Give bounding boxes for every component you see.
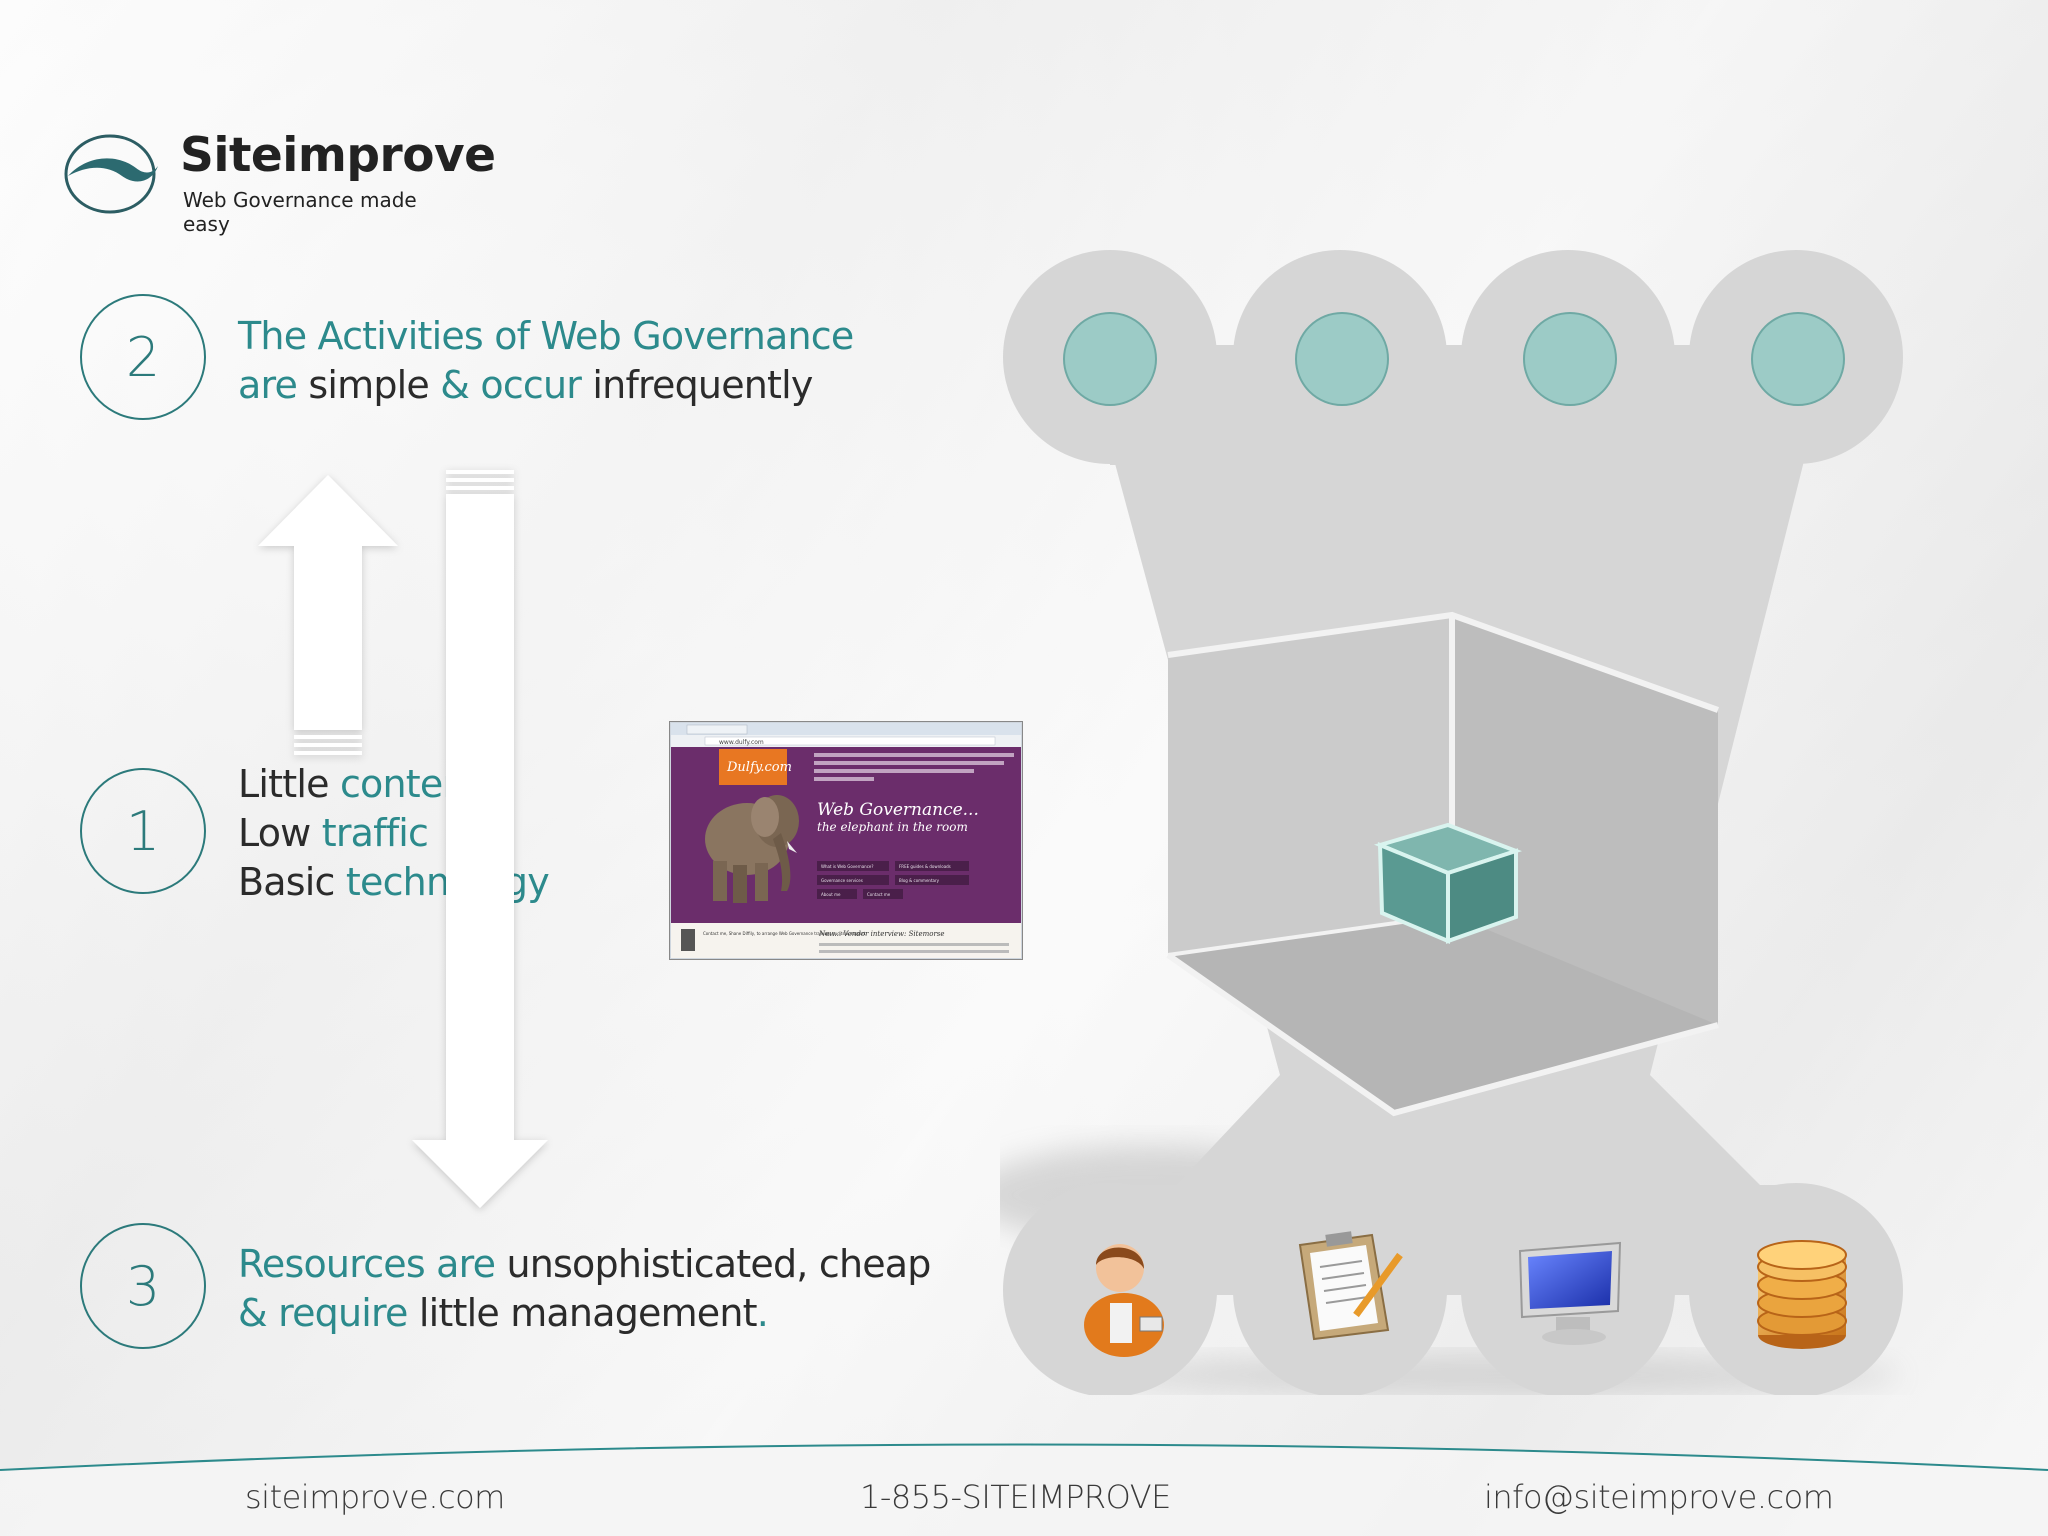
step-number-badge: 3 [80, 1223, 206, 1349]
up-arrow-icon [258, 475, 398, 755]
statement-text: little management [418, 1291, 758, 1335]
activity-dots [1063, 312, 1845, 406]
flow-arrows [258, 470, 548, 1208]
website-screenshot: www.dulfy.com Dulfy.com Web Governance..… [668, 720, 1024, 961]
statement-text: & occur [440, 363, 593, 407]
bottom-lobes [1003, 1183, 1903, 1395]
screenshot-footer-right: New... Vendor interview: Sitemorse [818, 930, 945, 938]
footer-email-link[interactable]: info@siteimprove.com [1484, 1478, 1834, 1516]
statement-text: unsophisticated, cheap [506, 1242, 931, 1286]
website-screenshot-image: www.dulfy.com Dulfy.com Web Governance..… [668, 720, 1024, 961]
screenshot-menu-item: Governance services [821, 878, 863, 883]
step-number-badge: 2 [80, 294, 206, 420]
statement-line: & require little management. [238, 1289, 931, 1338]
statement-text: are [238, 363, 309, 407]
screenshot-subheadline: the elephant in the room [817, 820, 968, 834]
resources-statement: Resources are unsophisticated, cheap & r… [238, 1240, 931, 1338]
siteimprove-logo[interactable]: Siteimprove Web Governance made easy [62, 128, 496, 236]
statement-text: infrequently [592, 363, 813, 407]
footer-phone: 1-855-SITEIMPROVE [860, 1478, 1171, 1516]
statement-text: Resources are [238, 1242, 507, 1286]
statement-text: simple [308, 363, 441, 407]
screenshot-menu-item: FREE guides & downloads [899, 864, 951, 869]
statement-text: Basic [238, 860, 346, 904]
screenshot-headline: Web Governance... [817, 800, 979, 820]
browser-url: www.dulfy.com [719, 739, 764, 746]
coins-icon [1757, 1240, 1847, 1349]
statement-text: Little [238, 762, 340, 806]
statement-text: & require [238, 1291, 419, 1335]
statement-line: are simple & occur infrequently [238, 361, 853, 410]
down-arrow-icon [412, 470, 548, 1208]
statement-text: The Activities of Web Governance [238, 314, 854, 358]
statement-text: traffic [321, 811, 429, 855]
swoosh-logo-icon [64, 134, 158, 214]
screenshot-menu-item: What is Web Governance? [821, 864, 874, 869]
screenshot-menu-item: Contact me [867, 892, 891, 897]
brand-name: Siteimprove [180, 128, 496, 183]
footer-website-link[interactable]: siteimprove.com [245, 1478, 505, 1516]
statement-line: Low traffic [238, 809, 549, 858]
clipboard-icon [1298, 1231, 1403, 1341]
elephant-icon [705, 795, 799, 903]
screenshot-menu-item: About me [821, 892, 841, 897]
governance-tower-diagram [1000, 250, 1903, 1395]
activities-statement: The Activities of Web Governance are sim… [238, 312, 854, 410]
step-number-badge: 1 [80, 768, 206, 894]
statement-line: Resources are unsophisticated, cheap [238, 1240, 931, 1289]
brand-tagline: Web Governance made easy [183, 188, 417, 236]
statement-text: . [756, 1291, 769, 1335]
statement-text: Low [238, 811, 322, 855]
monitor-icon [1518, 1241, 1622, 1345]
person-icon [1084, 1244, 1164, 1357]
screenshot-logo: Dulfy.com [726, 760, 792, 775]
screenshot-footer-left: Contact me, Shane Diffily, to arrange We… [703, 931, 866, 936]
statement-line: The Activities of Web Governance [238, 312, 854, 361]
screenshot-menu-item: Blog & commentary [899, 878, 940, 883]
cube-icon [1373, 822, 1523, 945]
footer-band [0, 1443, 2048, 1536]
